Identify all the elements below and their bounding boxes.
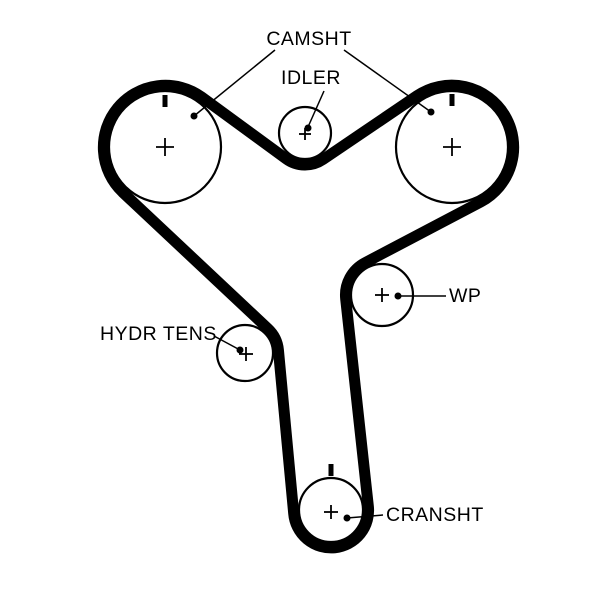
center-marks	[156, 128, 461, 519]
camshaft-pointer-dot-left	[190, 112, 198, 120]
hydraulic-tensioner-pointer-dot	[236, 346, 244, 354]
right-camshaft-center-cross-icon	[443, 138, 461, 156]
hydraulic-tensioner-pulley	[215, 323, 275, 383]
idler-leader-line	[307, 90, 325, 128]
camshaft-leader-line-left	[193, 49, 276, 117]
water-pump-center-cross-icon	[375, 288, 389, 302]
timing-marks	[162, 94, 455, 476]
water-pump-pointer-dot	[394, 292, 402, 300]
left-camshaft-center-cross-icon	[156, 138, 174, 156]
timing-belt	[97, 79, 520, 554]
hydraulic-tensioner-center-cross-icon	[239, 347, 253, 361]
camshaft-leader-line-right	[343, 49, 432, 113]
hydraulic-tensioner-label: HYDR TENS	[100, 323, 217, 345]
crankshaft-pointer-dot	[343, 514, 351, 522]
label-layer: CAMSHT IDLER WP HYDR TENS CRANSHT	[100, 28, 484, 526]
leader-lines	[190, 49, 446, 522]
water-pump-label: WP	[449, 285, 481, 307]
crankshaft-center-cross-icon	[324, 505, 338, 519]
camshaft-label: CAMSHT	[266, 28, 351, 50]
crankshaft-label: CRANSHT	[386, 504, 484, 526]
idler-pointer-dot	[304, 124, 312, 132]
hydraulic-tensioner-leader-line	[213, 335, 241, 351]
idler-center-cross-icon	[299, 128, 311, 140]
belt-layer	[97, 79, 520, 554]
crankshaft-leader-line	[346, 514, 384, 519]
idler-label: IDLER	[281, 67, 341, 89]
camshaft-pointer-dot-right	[427, 108, 435, 116]
pulley-layer	[107, 89, 510, 544]
